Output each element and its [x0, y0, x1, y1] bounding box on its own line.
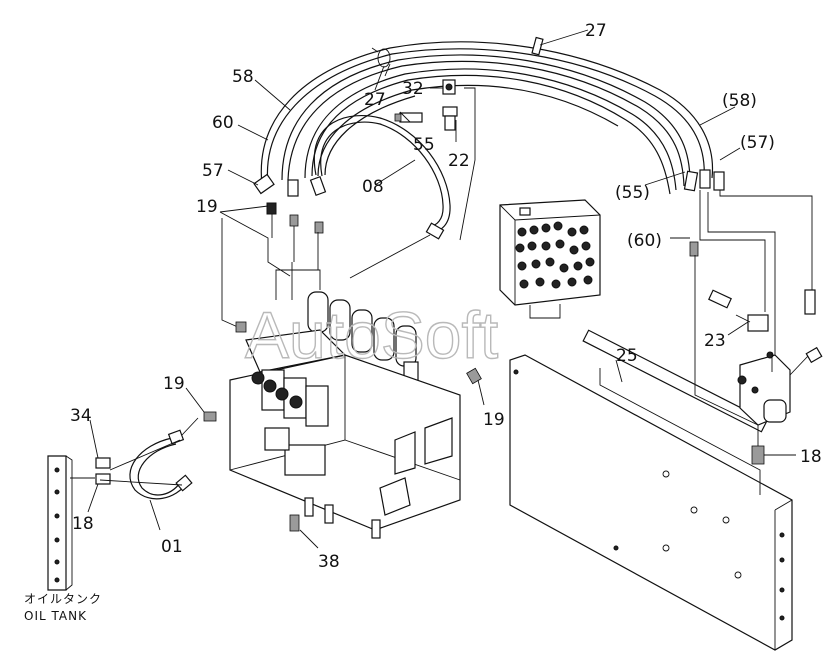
oil-tank-label-en: OIL TANK [24, 609, 87, 623]
label-34: 34 [70, 406, 92, 426]
label-57: 57 [202, 161, 224, 181]
label-18-left: 18 [72, 514, 94, 534]
label-19-right: 19 [483, 410, 505, 430]
label-08: 08 [362, 177, 384, 197]
clamp-27b [531, 36, 544, 56]
label-55-paren: (55) [615, 183, 650, 203]
label-55: 55 [413, 135, 435, 155]
valve-spools [307, 291, 419, 393]
label-19-top: 19 [196, 197, 218, 217]
hose-end-fittings-right [683, 169, 725, 257]
label-27-top: 27 [585, 21, 607, 41]
label-01: 01 [161, 537, 183, 557]
hose-bundle [260, 41, 714, 233]
fitting-23 [708, 289, 823, 364]
fitting-18-right [751, 445, 765, 465]
leader-lines-upper [219, 87, 476, 329]
label-25: 25 [616, 346, 638, 366]
oil-tank-label-jp: オイルタンク [24, 592, 102, 606]
callout-labels: 27 27 32 58 60 55 22 57 08 19 (58) (57) … [70, 21, 822, 572]
valve-ports [515, 221, 595, 289]
hose-01 [99, 417, 199, 500]
label-18-right: 18 [800, 447, 822, 467]
mounting-plate [509, 329, 793, 651]
label-58-paren: (58) [722, 91, 757, 111]
label-19-left: 19 [163, 374, 185, 394]
fitting-22 [442, 106, 458, 131]
hose-end-fittings-left [253, 173, 445, 240]
oil-tank-caption: オイルタンク OIL TANK [24, 592, 102, 623]
label-23: 23 [704, 331, 726, 351]
label-22: 22 [448, 151, 470, 171]
label-27-clamp: 27 [364, 90, 386, 110]
fitting-55 [394, 112, 423, 123]
label-60-paren: (60) [627, 231, 662, 251]
label-57-paren: (57) [740, 133, 775, 153]
label-58: 58 [232, 67, 254, 87]
main-control-valve [203, 291, 482, 539]
label-leaders [87, 29, 796, 549]
pilot-valve-block [499, 199, 601, 319]
fitting-32 [442, 79, 456, 95]
watermark: AutoSoft [245, 298, 498, 372]
label-60: 60 [212, 113, 234, 133]
label-38: 38 [318, 552, 340, 572]
solenoid-valve [737, 351, 791, 426]
oil-tank-plate [47, 455, 111, 591]
leader-lines-right [694, 190, 813, 446]
label-32: 32 [402, 79, 424, 99]
